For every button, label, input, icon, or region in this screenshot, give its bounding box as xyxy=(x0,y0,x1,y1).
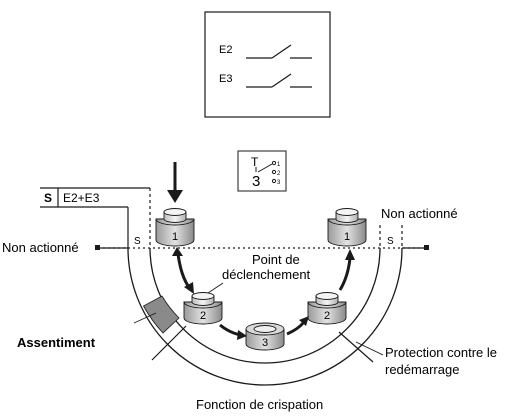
button-position-1-left: 1 xyxy=(155,208,195,247)
signal-table: S E2+E3 xyxy=(40,187,151,248)
button-2-left-label: 2 xyxy=(200,310,206,322)
switch-pin-3: 3 xyxy=(277,180,281,186)
arrow-2-to-1-right xyxy=(338,257,352,291)
button-position-2-left: 2 xyxy=(183,292,223,325)
button-3-label: 3 xyxy=(262,337,268,349)
arrow-2-to-3 xyxy=(219,323,241,337)
e3-label: E3 xyxy=(219,73,232,85)
button-1-left-label: 1 xyxy=(172,231,178,243)
e2-contact-symbol xyxy=(246,44,312,59)
fonction-crispation-label: Fonction de crispation xyxy=(196,397,323,412)
leader-assentiment xyxy=(133,312,157,324)
e3-contact-symbol xyxy=(246,73,312,88)
point-de-label: Point de xyxy=(252,252,300,267)
protection-label-line1: Protection contre le xyxy=(385,345,497,360)
actuation-track xyxy=(127,247,403,386)
contacts-box: E2 E3 xyxy=(204,11,331,118)
button-position-2-right: 2 xyxy=(307,292,347,325)
arrow-3-to-2-right xyxy=(286,321,306,336)
switch-number-label: 3 xyxy=(252,173,260,190)
switch-pin-2: 2 xyxy=(277,171,281,177)
assent-band xyxy=(142,295,180,334)
signal-combo-label: E2+E3 xyxy=(63,191,100,205)
assentiment-label: Assentiment xyxy=(17,335,96,350)
button-1-right-label: 1 xyxy=(344,231,350,243)
switch-pin-1: 1 xyxy=(277,162,281,168)
press-arrow xyxy=(167,162,183,203)
button-2-right-label: 2 xyxy=(324,310,330,322)
declenchement-label: déclenchement xyxy=(222,267,311,282)
three-position-switch-symbol: T 3 1 2 3 xyxy=(237,150,287,192)
signal-s-label: S xyxy=(44,191,52,205)
leader-point-declenchement xyxy=(207,282,224,294)
button-position-3: 3 xyxy=(245,322,285,351)
s-left-label: S xyxy=(134,236,141,247)
rest-baseline xyxy=(95,245,429,250)
non-actionne-left-label: Non actionné xyxy=(2,240,79,255)
switch-t-label: T xyxy=(251,155,259,169)
e2-label: E2 xyxy=(219,44,232,56)
protection-label-line2: redémarrage xyxy=(385,362,459,377)
s-right-label: S xyxy=(387,236,394,247)
right-signal-column xyxy=(379,225,403,248)
arrow-1-to-2-left xyxy=(176,253,192,290)
leader-protection xyxy=(355,341,384,356)
button-position-1-right: 1 xyxy=(327,208,367,247)
motion-arrows xyxy=(172,247,355,340)
non-actionne-right-label: Non actionné xyxy=(381,206,458,221)
